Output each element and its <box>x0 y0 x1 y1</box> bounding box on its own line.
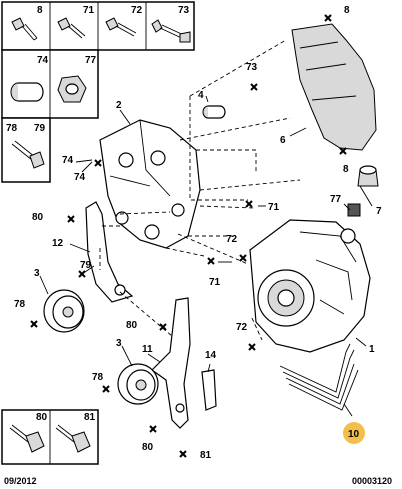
svg-text:72: 72 <box>131 5 143 16</box>
callout-1: 1 <box>369 344 375 355</box>
small-bracket-part <box>201 369 217 411</box>
callout-74b: 74 <box>74 172 86 183</box>
fastener-box-74: 74 <box>10 55 49 102</box>
x-marker-72a <box>239 254 247 262</box>
screw-icon <box>57 17 86 39</box>
x-marker-78a <box>30 320 38 328</box>
svg-text:73: 73 <box>178 5 190 16</box>
fastener-box-8: 8 <box>11 5 43 41</box>
x-marker-73 <box>250 83 258 91</box>
callout-10-highlight: 10 <box>343 422 365 444</box>
callout-73: 73 <box>246 62 258 73</box>
x-marker-80b <box>159 323 167 331</box>
svg-text:8: 8 <box>37 5 43 16</box>
callout-78b: 78 <box>92 372 104 383</box>
fastener-box-71: 71 <box>57 5 95 39</box>
assembly-dashed-lines <box>99 39 301 341</box>
callout-72b: 72 <box>236 322 248 333</box>
nut-part-77 <box>347 203 361 217</box>
x-marker-80a <box>67 215 75 223</box>
footer-reference: 00003120 <box>352 476 392 486</box>
heat-shield-part <box>291 23 377 151</box>
idler-pulley-upper <box>43 289 85 333</box>
bolt-icon <box>105 17 137 37</box>
callout-80a: 80 <box>32 212 44 223</box>
fastener-box-81: 81 <box>55 412 96 453</box>
callout-11: 11 <box>142 344 153 355</box>
callout-3a: 3 <box>34 268 40 279</box>
fastener-box-72: 72 <box>105 5 143 37</box>
long-bolt-icon <box>151 19 191 43</box>
fastener-markers <box>30 14 347 458</box>
callout-72a: 72 <box>226 234 238 245</box>
x-marker-72b <box>248 343 256 351</box>
svg-text:74: 74 <box>37 55 49 66</box>
flange-bolt-icon <box>11 17 38 41</box>
mounting-bracket-part <box>99 119 201 249</box>
alternator-part <box>249 219 371 353</box>
callout-71b: 71 <box>209 277 221 288</box>
sleeve-icon <box>10 82 44 102</box>
nut-icon <box>57 75 87 103</box>
callout-71a: 71 <box>268 202 280 213</box>
spacer-sleeve-part <box>202 105 226 119</box>
callout-8-mid: 8 <box>343 164 349 175</box>
svg-text:81: 81 <box>84 412 96 423</box>
callout-77: 77 <box>330 194 342 205</box>
x-marker-74 <box>94 159 102 167</box>
callout-14: 14 <box>205 350 217 361</box>
callout-3b: 3 <box>116 338 122 349</box>
callout-labels: 8 73 2 4 6 8 74 74 71 77 7 80 12 72 71 3… <box>14 5 382 461</box>
flange-screw-icon <box>55 424 91 453</box>
callout-80c: 80 <box>142 442 154 453</box>
leader-lines <box>39 95 373 417</box>
tensioner-arm-part <box>85 201 134 303</box>
svg-text:71: 71 <box>83 5 95 16</box>
callout-74a: 74 <box>62 155 74 166</box>
highlight-circle <box>343 422 365 444</box>
x-marker-78b <box>102 385 110 393</box>
fastener-box-78-79: 78 79 <box>6 123 46 169</box>
footer: 09/2012 00003120 <box>4 476 392 486</box>
idler-pulley-lower <box>117 363 159 405</box>
callout-8-top: 8 <box>344 5 350 16</box>
callout-78a: 78 <box>14 299 26 310</box>
tensioner-lower-arm-part <box>151 297 191 429</box>
callout-4: 4 <box>198 90 204 101</box>
callout-7: 7 <box>376 206 382 217</box>
x-marker-80c <box>149 425 157 433</box>
callout-81: 81 <box>200 450 212 461</box>
hex-bolt-icon <box>9 424 45 453</box>
fastener-box-80: 80 <box>9 412 48 453</box>
svg-text:80: 80 <box>36 412 48 423</box>
x-marker-81 <box>179 450 187 458</box>
x-marker-71a <box>245 200 253 208</box>
callout-10: 10 <box>348 429 360 440</box>
x-marker-8-top <box>324 14 332 22</box>
svg-text:77: 77 <box>85 55 97 66</box>
fastener-box-73: 73 <box>151 5 191 43</box>
svg-text:79: 79 <box>34 123 46 134</box>
stud-bolt-icon <box>11 140 45 169</box>
callout-79: 79 <box>80 260 92 271</box>
callout-2: 2 <box>116 100 122 111</box>
x-marker-71b <box>207 257 215 265</box>
callout-12: 12 <box>52 238 64 249</box>
fastener-box-77: 77 <box>57 55 97 103</box>
footer-date: 09/2012 <box>4 476 37 486</box>
callout-80b: 80 <box>126 320 138 331</box>
callout-6: 6 <box>280 135 286 146</box>
svg-text:78: 78 <box>6 123 18 134</box>
x-marker-8-mid <box>339 147 347 155</box>
cap-part-7 <box>357 165 379 187</box>
drive-belt-part <box>279 343 359 411</box>
